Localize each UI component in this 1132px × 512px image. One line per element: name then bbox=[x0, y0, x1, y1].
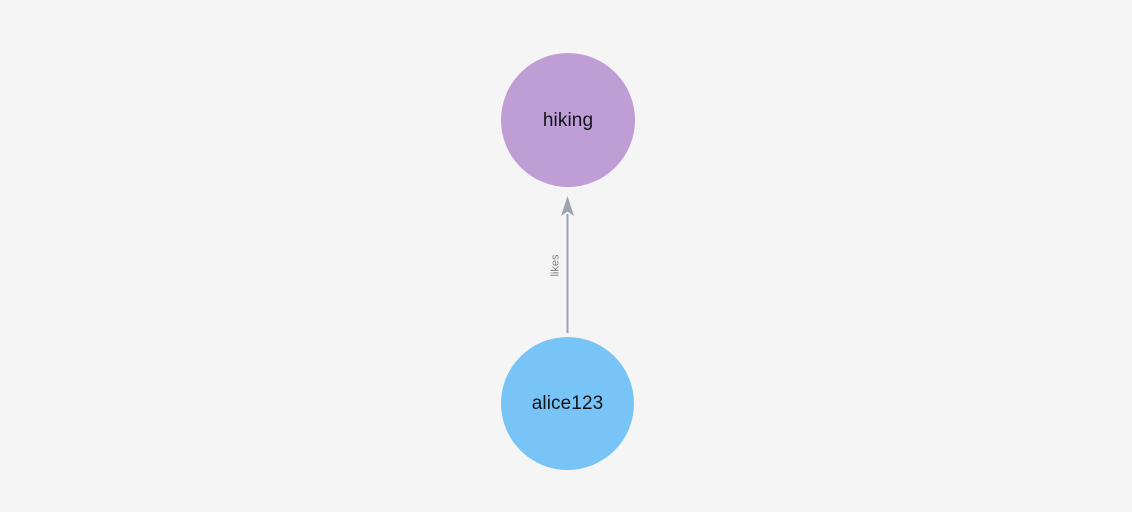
graph-node-alice123-label: alice123 bbox=[531, 393, 604, 414]
graph-node-hiking[interactable]: hiking bbox=[501, 53, 635, 187]
edge-arrowhead-icon bbox=[561, 196, 574, 216]
edge-label-likes: likes bbox=[549, 254, 562, 277]
graph-node-alice123[interactable]: alice123 bbox=[501, 337, 634, 470]
graph-node-hiking-label: hiking bbox=[542, 109, 594, 131]
edge-alice123-likes-hiking[interactable] bbox=[561, 196, 574, 333]
